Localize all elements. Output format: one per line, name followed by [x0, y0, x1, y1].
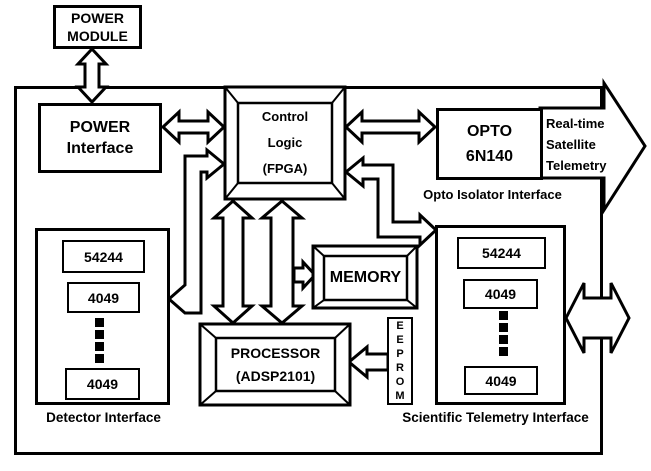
ellipsis-dot — [499, 323, 508, 332]
ellipsis-dot — [95, 354, 104, 363]
ellipsis-dot — [499, 347, 508, 356]
memory-box — [311, 244, 419, 310]
control-logic-box — [223, 85, 347, 201]
arrow-power-interface-control-logic — [160, 108, 227, 146]
arrow-realtime-satellite-telemetry — [538, 77, 647, 216]
arrow-eeprom-processor — [346, 343, 390, 381]
arrow-power-module-power-interface — [74, 46, 110, 105]
realtime-telemetry-label: Real-time Satellite Telemetry — [546, 115, 607, 173]
chip-4049-box: 4049 — [463, 279, 538, 309]
chip-4049-box: 4049 — [67, 282, 140, 313]
chip-54244-box: 54244 — [457, 237, 546, 269]
chip-4049-box: 4049 — [65, 368, 140, 400]
opto-isolator-box: OPTO 6N140 — [436, 108, 543, 180]
ellipsis-dot — [95, 318, 104, 327]
power-interface-box: POWER Interface — [38, 103, 162, 173]
ellipsis-dot — [95, 330, 104, 339]
opto-isolator-caption: Opto Isolator Interface — [423, 186, 562, 202]
eeprom-box: E E P R O M — [387, 317, 413, 405]
arrow-control-logic-opto — [343, 108, 438, 146]
arrow-scientific-telemetry-external — [564, 282, 631, 354]
arrow-control-logic-processor-1 — [210, 198, 256, 326]
chip-4049-box: 4049 — [464, 366, 538, 395]
arrow-control-logic-detector-interface — [166, 146, 227, 315]
processor-label: PROCESSOR (ADSP2101) — [230, 344, 321, 384]
memory-label: MEMORY — [329, 269, 402, 286]
power-module-box: POWER MODULE — [53, 5, 142, 49]
ellipsis-dot — [95, 342, 104, 351]
chip-54244-box: 54244 — [62, 240, 145, 273]
detector-interface-caption: Detector Interface — [46, 410, 161, 425]
ellipsis-dot — [499, 335, 508, 344]
scientific-telemetry-caption: Scientific Telemetry Interface — [402, 410, 589, 425]
control-logic-label: Control Logic (FPGA) — [261, 109, 309, 176]
arrow-bus-memory — [292, 258, 318, 292]
arrow-control-logic-processor-2 — [257, 199, 307, 325]
processor-box — [198, 322, 352, 407]
ellipsis-dot — [499, 311, 508, 320]
